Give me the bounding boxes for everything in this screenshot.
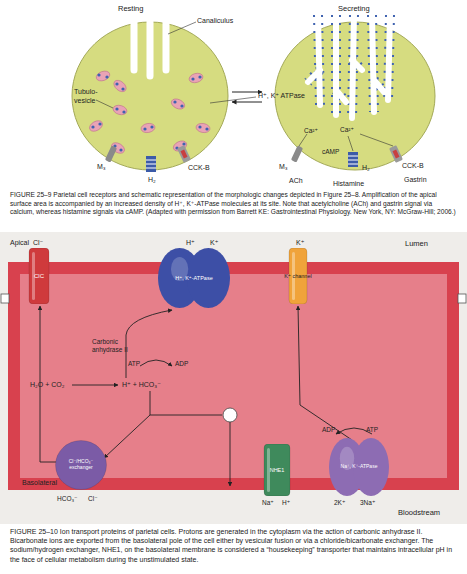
- transporter-label: Na⁺, K⁺-ATPase: [341, 464, 378, 470]
- text-label: HCO₃⁻: [57, 495, 78, 503]
- tight-junction: [1, 294, 9, 303]
- text-label: H₂: [148, 176, 156, 185]
- text-label: H₂: [362, 164, 370, 173]
- transporter-node: NHE1: [263, 444, 291, 496]
- text-label: H⁺: [282, 499, 290, 507]
- channel-body: [264, 444, 290, 496]
- transporter-label: H⁺, K⁺-ATPase: [175, 275, 213, 281]
- cell-membrane: [8, 262, 459, 490]
- canaliculus: [308, 15, 390, 118]
- text-label: Cl⁻: [88, 495, 98, 503]
- leader-lines: [96, 22, 256, 108]
- text-label: K⁺: [210, 239, 218, 248]
- canaliculus: [134, 14, 166, 76]
- text-label: H₂O + CO₂: [30, 381, 64, 390]
- text-label: Ca²⁺: [340, 126, 354, 134]
- transporter-text: Cl⁻/HCO₃⁻ exchanger: [55, 440, 107, 490]
- vesicle: [223, 408, 237, 422]
- text-label: M₃: [97, 163, 106, 172]
- text-label: CCK-B: [402, 162, 424, 171]
- transporter-node: Cl⁻/HCO₃⁻ exchanger: [55, 440, 107, 490]
- text-label: K⁺: [296, 239, 304, 248]
- text-label: Carbonic anhydrase II: [92, 338, 138, 354]
- text-label: Gastrin: [404, 176, 427, 185]
- text-label: Histamine: [333, 180, 364, 189]
- transporter-node: Na⁺, K⁺-ATPase: [329, 438, 389, 496]
- transition-arrow: [232, 102, 262, 103]
- text-label: 3Na⁺: [360, 499, 375, 507]
- transporter-text: Na⁺, K⁺-ATPase: [329, 438, 389, 496]
- text-label: ATP: [366, 426, 378, 434]
- exchanger-body: [56, 441, 107, 490]
- channel-highlight: [267, 448, 270, 492]
- text-label: Canaliculus: [197, 17, 233, 26]
- transition-arrow: [232, 92, 262, 93]
- transporter-label: K⁺ channel: [284, 273, 311, 279]
- receptors-right: [291, 134, 403, 167]
- text-label: Secreting: [338, 4, 370, 13]
- transporter-node: K⁺ channel: [281, 248, 315, 304]
- text-label: Tubulo- vesicle: [74, 88, 106, 106]
- text-label: ADP: [322, 426, 335, 434]
- text-label: H⁺, K⁺ ATPase: [258, 92, 305, 101]
- receptors-left: [105, 145, 191, 172]
- transporter-text: NHE1: [263, 444, 291, 496]
- channel-body: [29, 248, 49, 304]
- pump-dots: [91, 73, 208, 151]
- transporter-text: ClC: [27, 248, 51, 304]
- text-label: 2K⁺: [334, 499, 345, 507]
- text-label: Lumen: [405, 239, 428, 248]
- ion-pathways: [40, 306, 372, 486]
- transporter-label: ClC: [34, 273, 44, 280]
- text-label: ADP: [175, 360, 188, 368]
- text-label: H⁺: [186, 239, 195, 248]
- text-label: ATP: [128, 360, 140, 368]
- canaliculus-pumps: [308, 15, 390, 118]
- transporter-label: NHE1: [270, 467, 285, 473]
- transporter-node: ClC: [27, 248, 51, 304]
- figure-caption: FIGURE 25–10 Ion transport proteins of p…: [10, 527, 458, 564]
- text-label: Cl⁻: [33, 239, 43, 248]
- text-label: cAMP: [322, 148, 339, 156]
- text-label: H⁺ + HCO₃⁻: [122, 381, 161, 390]
- text-label: ACh: [289, 177, 303, 186]
- transporter-label: Cl⁻/HCO₃⁻ exchanger: [57, 459, 105, 471]
- text-label: Basolateral: [22, 479, 57, 488]
- text-label: Apical: [10, 239, 29, 248]
- text-label: Na⁺: [262, 499, 274, 507]
- text-label: CCK-B: [188, 164, 210, 173]
- text-label: M₃: [279, 163, 288, 172]
- tubulovesicles: [88, 69, 211, 155]
- transporter-text: K⁺ channel: [281, 248, 315, 304]
- transporter-text: H⁺, K⁺-ATPase: [158, 248, 230, 308]
- figure-background: [0, 232, 467, 524]
- text-label: Resting: [118, 4, 143, 13]
- text-label: Bloodstream: [398, 508, 440, 517]
- text-label: Ca²⁺: [304, 127, 318, 135]
- figure-caption: FIGURE 25–9 Parietal cell receptors and …: [10, 191, 458, 217]
- tight-junction: [458, 294, 466, 303]
- transporter-node: H⁺, K⁺-ATPase: [158, 248, 230, 308]
